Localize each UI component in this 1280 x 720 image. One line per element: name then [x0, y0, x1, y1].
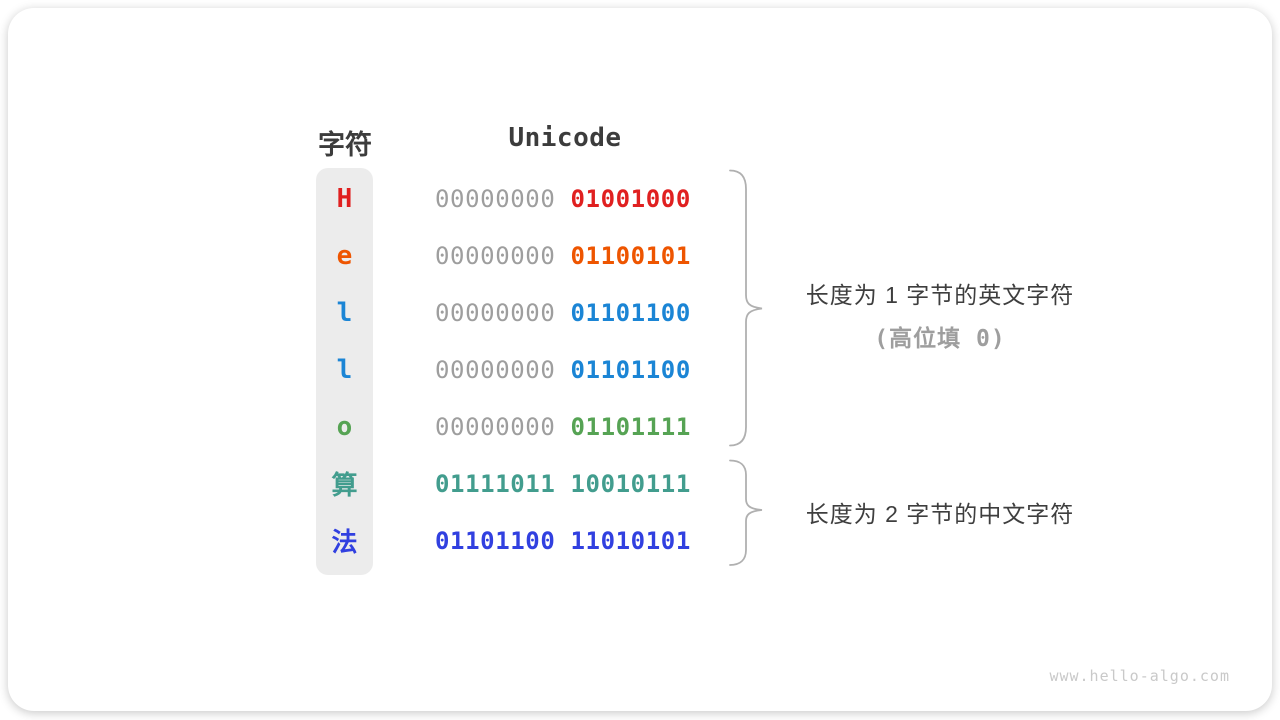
binary-value: 00000000 01101100	[435, 356, 691, 384]
table-row: l 00000000 01101100	[316, 284, 736, 341]
annotation-english: 长度为 1 字节的英文字符 (高位填 0)	[766, 276, 1114, 353]
binary-value: 00000000 01101100	[435, 299, 691, 327]
byte-low: 01100101	[570, 241, 691, 270]
table-row: l 00000000 01101100	[316, 341, 736, 398]
char-cell: l	[336, 354, 353, 385]
table-row: o 00000000 01101111	[316, 398, 736, 455]
table-rows: H 00000000 01001000 e 00000000 01100101 …	[316, 170, 736, 569]
byte-gap	[555, 413, 570, 441]
char-cell: e	[336, 240, 353, 271]
binary-value: 00000000 01101111	[435, 413, 691, 441]
byte-high: 00000000	[435, 412, 556, 441]
byte-low: 01101111	[570, 412, 691, 441]
char-cell: 法	[331, 528, 358, 558]
byte-gap	[555, 242, 570, 270]
byte-high: 00000000	[435, 355, 556, 384]
char-cell: H	[336, 183, 353, 214]
column-header-unicode: Unicode	[508, 123, 622, 153]
byte-high: 00000000	[435, 298, 556, 327]
byte-low: 01101100	[570, 355, 691, 384]
binary-value: 01101100 11010101	[435, 527, 691, 555]
byte-gap	[555, 299, 570, 327]
byte-gap	[555, 470, 570, 498]
annotation-chinese-line1: 长度为 2 字节的中文字符	[805, 501, 1075, 527]
byte-gap	[555, 185, 570, 213]
table-row: 法 01101100 11010101	[316, 512, 736, 569]
byte-low: 01101100	[570, 298, 691, 327]
binary-value: 01111011 10010111	[435, 470, 691, 498]
byte-high: 01101100	[435, 526, 556, 555]
brace-chinese	[729, 459, 763, 566]
table-row: H 00000000 01001000	[316, 170, 736, 227]
annotation-chinese: 长度为 2 字节的中文字符	[766, 495, 1114, 529]
byte-high: 00000000	[435, 184, 556, 213]
char-cell: 算	[331, 471, 358, 501]
byte-low: 11010101	[570, 526, 691, 555]
annotation-english-line1: 长度为 1 字节的英文字符	[805, 282, 1075, 308]
byte-low: 01001000	[570, 184, 691, 213]
diagram-card: 字符 Unicode H 00000000 01001000 e 0000000…	[8, 8, 1272, 711]
watermark: www.hello-algo.com	[1049, 667, 1230, 685]
byte-high: 00000000	[435, 241, 556, 270]
byte-low: 10010111	[570, 469, 691, 498]
char-cell: o	[336, 411, 353, 442]
byte-gap	[555, 527, 570, 555]
char-cell: l	[336, 297, 353, 328]
binary-value: 00000000 01100101	[435, 242, 691, 270]
brace-english	[729, 169, 763, 447]
byte-high: 01111011	[435, 469, 556, 498]
column-header-char: 字符	[318, 130, 372, 160]
table-row: 算 01111011 10010111	[316, 455, 736, 512]
annotation-english-line2: (高位填 0)	[874, 326, 1006, 352]
char-column-background	[316, 168, 373, 575]
byte-gap	[555, 356, 570, 384]
table-row: e 00000000 01100101	[316, 227, 736, 284]
binary-value: 00000000 01001000	[435, 185, 691, 213]
